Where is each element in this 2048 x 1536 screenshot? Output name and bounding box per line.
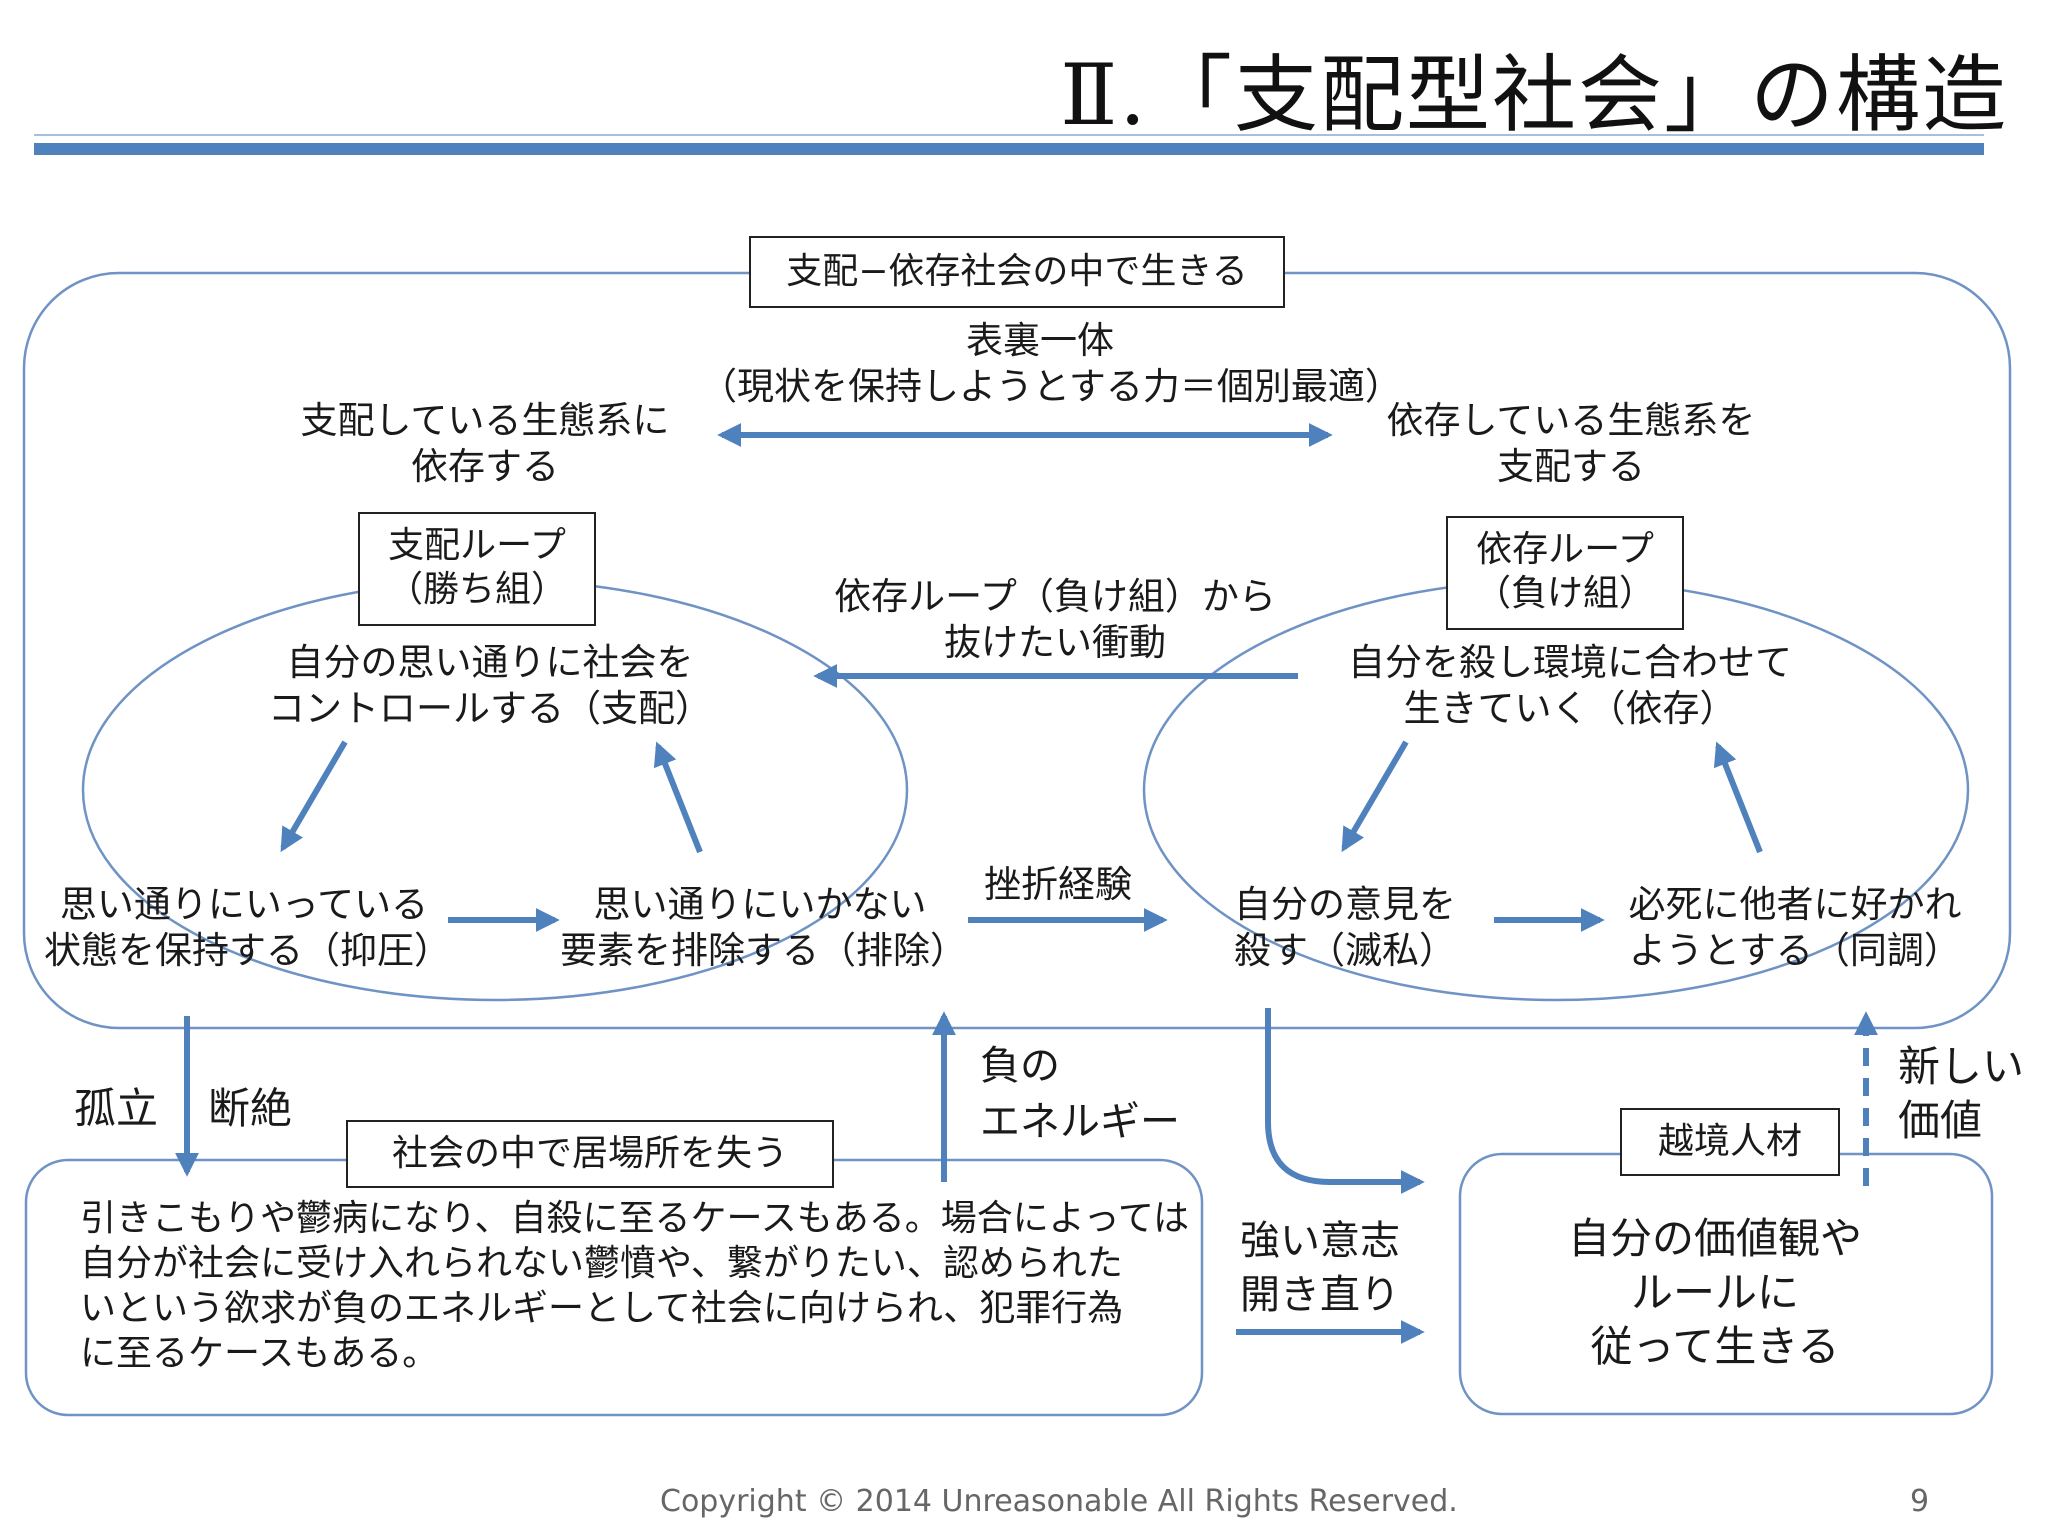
strong-will-line1: 強い意志 bbox=[1240, 1218, 1400, 1264]
severance-text: 断絶 bbox=[208, 1084, 293, 1133]
lose-place-label: 社会の中で居場所を失う bbox=[391, 1133, 788, 1174]
dependence-top-line1: 自分を殺し環境に合わせて bbox=[1348, 641, 1792, 684]
dominance-top-line2: コントロールする（支配） bbox=[268, 687, 712, 730]
top-center-text: 表裏一体 （現状を保持しようとする力＝個別最適） bbox=[700, 318, 1402, 410]
escape-impulse-text: 依存ループ（負け組）から 抜けたい衝動 bbox=[820, 574, 1290, 666]
dominance-left-line2: 状態を保持する（抑圧） bbox=[44, 929, 451, 972]
copyright-footer: Copyright © 2014 Unreasonable All Rights… bbox=[660, 1484, 1458, 1519]
outer-label: 支配−依存社会の中で生きる bbox=[786, 251, 1248, 292]
dominance-top-text: 自分の思い通りに社会を コントロールする（支配） bbox=[250, 640, 730, 732]
top-center-line1: 表裏一体 bbox=[966, 319, 1114, 362]
isolation-text: 孤立 bbox=[74, 1084, 159, 1133]
dominance-down-arrow bbox=[280, 740, 348, 853]
escape-impulse-line1: 依存ループ（負け組）から bbox=[834, 575, 1276, 618]
dominance-right-line2: 要素を排除する（排除） bbox=[560, 929, 967, 972]
dependence-right-line1: 必死に他者に好かれ bbox=[1628, 883, 1962, 926]
dependence-left-line2: 殺す（滅私） bbox=[1234, 929, 1456, 972]
lose-place-label-box: 社会の中で居場所を失う bbox=[346, 1120, 834, 1188]
dominance-right-line1: 思い通りにいかない bbox=[593, 883, 927, 926]
title-rule-thin bbox=[34, 134, 1984, 136]
outer-label-box: 支配−依存社会の中で生きる bbox=[749, 236, 1285, 308]
top-left-line2: 依存する bbox=[411, 445, 559, 488]
top-right-text: 依存している生態系を 支配する bbox=[1356, 398, 1786, 490]
dependence-loop-label-box: 依存ループ （負け組） bbox=[1446, 516, 1684, 630]
lose-place-line: に至るケースもある。 bbox=[80, 1333, 439, 1374]
border-talent-text: 自分の価値観や ルールに 従って生きる bbox=[1470, 1212, 1960, 1374]
dependence-right-line2: ようとする（同調） bbox=[1629, 929, 1961, 972]
dominance-left-line1: 思い通りにいっている bbox=[59, 883, 429, 926]
border-talent-label: 越境人材 bbox=[1657, 1121, 1802, 1162]
dependence-left-text: 自分の意見を 殺す（滅私） bbox=[1200, 882, 1490, 974]
border-talent-line1: 自分の価値観や bbox=[1567, 1214, 1862, 1263]
lose-place-paragraph: 引きこもりや鬱病になり、自殺に至るケースもある。場合によっては 自分が社会に受け… bbox=[80, 1196, 1190, 1376]
lose-place-line: いという欲求が負のエネルギーとして社会に向けられ、犯罪行為 bbox=[80, 1288, 1124, 1329]
negative-energy-line2: エネルギー bbox=[980, 1099, 1180, 1145]
top-center-line2: （現状を保持しようとする力＝個別最適） bbox=[700, 365, 1402, 408]
dependence-loop-label-line1: 依存ループ bbox=[1476, 529, 1654, 570]
lose-place-line: 引きこもりや鬱病になり、自殺に至るケースもある。場合によっては bbox=[80, 1198, 1190, 1239]
dominance-right-text: 思い通りにいかない 要素を排除する（排除） bbox=[560, 882, 967, 974]
page-number: 9 bbox=[1910, 1484, 1930, 1519]
dominance-up-arrow bbox=[653, 741, 703, 854]
top-left-line1: 支配している生態系に bbox=[300, 399, 670, 442]
border-talent-line3: 従って生きる bbox=[1590, 1322, 1840, 1371]
dominance-loop-label-line1: 支配ループ bbox=[388, 525, 566, 566]
dependence-left-line1: 自分の意見を bbox=[1234, 883, 1456, 926]
curved-escape-arrow bbox=[1265, 1008, 1425, 1194]
new-value-line2: 価値 bbox=[1898, 1096, 1983, 1145]
dependence-down-arrow bbox=[1341, 740, 1409, 853]
border-talent-label-box: 越境人材 bbox=[1620, 1108, 1840, 1176]
dominance-loop-label-line2: （勝ち組） bbox=[386, 569, 567, 610]
title-rule-thick bbox=[34, 143, 1984, 155]
dependence-up-arrow bbox=[1713, 741, 1763, 854]
new-value-line1: 新しい bbox=[1898, 1042, 2025, 1091]
dependence-top-text: 自分を殺し環境に合わせて 生きていく（依存） bbox=[1320, 640, 1820, 732]
strong-will-text: 強い意志 開き直り bbox=[1240, 1214, 1400, 1322]
top-left-text: 支配している生態系に 依存する bbox=[270, 398, 700, 490]
escape-impulse-line2: 抜けたい衝動 bbox=[944, 621, 1166, 664]
dominance-left-text: 思い通りにいっている 状態を保持する（抑圧） bbox=[44, 882, 451, 974]
negative-energy-text: 負の エネルギー bbox=[980, 1038, 1180, 1150]
dependence-right-text: 必死に他者に好かれ ようとする（同調） bbox=[1610, 882, 1980, 974]
negative-energy-line1: 負の bbox=[980, 1043, 1060, 1089]
new-value-text: 新しい 価値 bbox=[1898, 1040, 2024, 1148]
dominance-loop-label-box: 支配ループ （勝ち組） bbox=[358, 512, 596, 626]
lose-place-line: 自分が社会に受け入れられない鬱憤や、繋がりたい、認められた bbox=[80, 1243, 1123, 1284]
setback-text: 挫折経験 bbox=[984, 863, 1132, 906]
dominance-top-line1: 自分の思い通りに社会を bbox=[286, 641, 694, 684]
dependence-top-line2: 生きていく（依存） bbox=[1403, 687, 1737, 730]
top-right-line2: 支配する bbox=[1497, 445, 1645, 488]
strong-will-line2: 開き直り bbox=[1240, 1272, 1400, 1318]
border-talent-line2: ルールに bbox=[1630, 1268, 1799, 1317]
slide-title: Ⅱ.「支配型社会」の構造 bbox=[1060, 46, 2008, 144]
top-right-line1: 依存している生態系を bbox=[1386, 399, 1756, 442]
dependence-loop-label-line2: （負け組） bbox=[1474, 573, 1655, 614]
